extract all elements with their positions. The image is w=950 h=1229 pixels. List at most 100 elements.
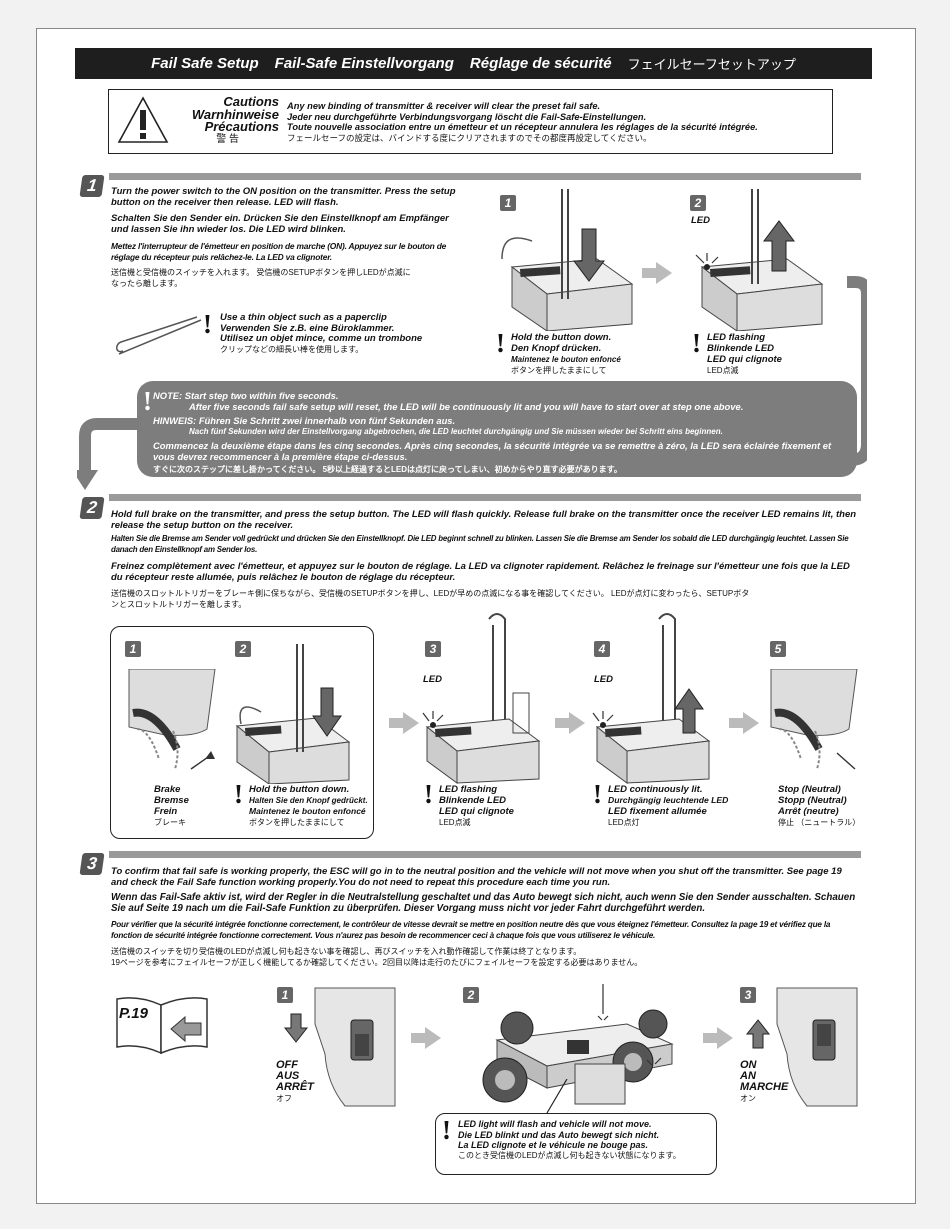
caption-line: Durchgängig leuchtende LED xyxy=(608,795,729,805)
flow-arrow-icon xyxy=(729,712,759,734)
caption-line: MARCHE xyxy=(740,1081,789,1093)
caption-line: ボタンを押したままにして xyxy=(511,366,607,375)
header-title-en: Fail Safe Setup xyxy=(151,55,259,72)
step-2-fig-3-number: 3 xyxy=(425,641,441,657)
step-3-fig-3-number: 3 xyxy=(740,987,756,1003)
note-exclamation-icon: ! xyxy=(143,386,152,416)
step-2-group-frame xyxy=(110,626,374,839)
caption-line: LED flashing xyxy=(707,332,766,343)
note-flow-arrows xyxy=(77,276,867,490)
receiver-release-illustration xyxy=(695,189,824,331)
header-title-ja: フェイルセーフセットアップ xyxy=(627,57,796,72)
step-3-text-en: To confirm that fail safe is working pro… xyxy=(111,866,842,888)
note-de-2: Nach fünf Sekunden wird der Einstellvorg… xyxy=(189,427,723,436)
header-title-de: Fail-Safe Einstellvorgang xyxy=(274,55,454,72)
caption-line: Blinkende LED xyxy=(439,795,507,806)
caption-line: OFF xyxy=(276,1059,298,1071)
step-1-text-en: Turn the power switch to the ON position… xyxy=(111,186,456,208)
paperclip-icon xyxy=(116,316,202,355)
caption-line: LED qui clignote xyxy=(707,354,782,365)
caution-line-en: Any new binding of transmitter & receive… xyxy=(287,101,601,111)
step-2-fig-1-caption: Brake Bremse Frein ブレーキ xyxy=(154,784,254,828)
step2-fig4-exclamation-icon: ! xyxy=(593,779,602,809)
tip-line-de: Verwenden Sie z.B. eine Büroklammer. xyxy=(220,322,395,334)
caption-line: オン xyxy=(740,1094,756,1103)
step-3-fig-2-number: 2 xyxy=(463,987,479,1003)
step-1-text-fr: Mettez l'interrupteur de l'émetteur en p… xyxy=(111,241,447,262)
step-3-text-de: Wenn das Fail-Safe aktiv ist, wird der R… xyxy=(111,892,856,914)
step-1-number: 1 xyxy=(79,175,105,197)
step-2-fig-2-caption: Hold the button down. Halten Sie den Kno… xyxy=(249,784,379,828)
caption-line: 停止 （ニュートラル） xyxy=(778,818,861,827)
caution-text: Any new binding of transmitter & receive… xyxy=(287,101,827,143)
led-label: LED xyxy=(691,215,710,226)
note-ja: すぐに次のステップに差し掛かってください。 5秒以上経過するとLEDは点灯に戻っ… xyxy=(153,465,622,474)
caption-line: LED light will flash and vehicle will no… xyxy=(458,1119,652,1129)
caution-line-de: Jeder neu durchgeführte Verbindungsvorga… xyxy=(287,111,647,122)
tip-line-ja: クリップなどの細長い棒を使用します。 xyxy=(220,344,364,354)
step-1-fig-1-number: 1 xyxy=(500,195,516,211)
step-2-text-de: Halten Sie die Bremse am Sender voll ged… xyxy=(111,534,849,554)
step-1-fig-1-caption: Hold the button down. Den Knopf drücken.… xyxy=(511,332,651,376)
caption-line: AN xyxy=(740,1070,756,1082)
caution-labels: Cautions Warnhinweise Précautions 警 告 xyxy=(169,94,279,146)
transmitter-brake-illustration xyxy=(128,669,216,770)
caption-line: AUS xyxy=(276,1070,300,1082)
note-box: ! NOTE: Start step two within five secon… xyxy=(137,381,857,477)
caution-line-ja: フェールセーフの設定は、バインドする度にクリアされますのでその都度再設定してくだ… xyxy=(287,132,652,143)
caption-line: ARRÊT xyxy=(276,1081,314,1093)
flow-arrow-icon xyxy=(642,262,672,284)
caption-line: Maintenez le bouton enfoncé xyxy=(249,806,366,816)
page-reference-label: P.19 xyxy=(119,1005,148,1022)
caption-line: LED continuously lit. xyxy=(608,784,703,795)
tip-exclamation-icon: ! xyxy=(203,309,212,339)
step-2-fig-4-led-label: LED xyxy=(594,674,613,685)
caption-line: ON xyxy=(740,1059,757,1071)
step-3-number: 3 xyxy=(79,853,105,875)
caption-line: Hold the button down. xyxy=(249,784,350,795)
step-3-rule xyxy=(109,851,861,858)
caption-line: ボタンを押したままにして xyxy=(249,818,345,827)
header-title-fr: Réglage de sécurité xyxy=(469,55,612,72)
step-3-fig-2-callout: ! LED light will flash and vehicle will … xyxy=(435,1113,717,1175)
callout-exclamation-icon: ! xyxy=(442,1115,451,1145)
step-2-fig-3-led-label: LED xyxy=(423,674,442,685)
note-en-2: After five seconds fail safe setup will … xyxy=(189,401,744,412)
receiver-press-illustration xyxy=(501,189,634,331)
caption-line: ブレーキ xyxy=(154,818,186,827)
warning-triangle-icon xyxy=(117,96,169,143)
callout-pointer xyxy=(546,1079,568,1114)
caption-line: La LED clignote et le véhicule ne bouge … xyxy=(458,1140,649,1150)
flow-arrow-icon xyxy=(389,712,419,734)
step-2-number: 2 xyxy=(79,497,105,519)
caution-box: Cautions Warnhinweise Précautions 警 告 An… xyxy=(108,89,833,154)
caption-line: Halten Sie den Knopf gedrückt. xyxy=(249,796,368,805)
note-en-1: NOTE: Start step two within five seconds… xyxy=(153,390,339,401)
caption-line: LED flashing xyxy=(439,784,498,795)
flow-arrow-icon xyxy=(411,1027,441,1049)
step-3-fig-3-caption: ON AN MARCHE オン xyxy=(740,1060,820,1104)
caption-line: Stopp (Neutral) xyxy=(778,795,847,806)
step-3-fig-2-caption: LED light will flash and vehicle will no… xyxy=(458,1119,713,1161)
flow-arrow-icon xyxy=(703,1027,733,1049)
note-de-1: HINWEIS: Führen Sie Schritt zwei innerha… xyxy=(153,415,456,426)
step-3-fig-1-caption: OFF AUS ARRÊT オフ xyxy=(276,1060,356,1104)
step-2-fig-1-number: 1 xyxy=(125,641,141,657)
step-1-text-ja: 送信機と受信機のスイッチを入れます。 受信機のSETUPボタンを押しLEDが点滅… xyxy=(111,268,411,288)
section-header: Fail Safe Setup Fail-Safe Einstellvorgan… xyxy=(75,48,872,79)
manual-page: Fail Safe Setup Fail-Safe Einstellvorgan… xyxy=(36,28,916,1204)
caution-label-en: Cautions xyxy=(223,94,279,109)
caption-line: Den Knopf drücken. xyxy=(511,343,602,354)
step2-fig2-exclamation-icon: ! xyxy=(234,779,243,809)
step-2-fig-2-number: 2 xyxy=(235,641,251,657)
transmitter-neutral-illustration xyxy=(770,669,858,770)
caption-line: LED点灯 xyxy=(608,818,640,827)
caption-line: このとき受信機のLEDが点滅し何も起きない状態になります。 xyxy=(458,1150,681,1160)
step-1-fig-2-caption: LED flashing Blinkende LED LED qui clign… xyxy=(707,332,847,376)
step-3-text-fr: Pour vérifier que la sécurité intégrée f… xyxy=(111,920,831,940)
caption-line: Frein xyxy=(154,806,178,817)
vehicle-chassis-illustration xyxy=(482,984,674,1105)
caution-label-ja: 警 告 xyxy=(216,133,239,145)
step-1-rule xyxy=(109,173,861,180)
caption-line: LED fixement allumée xyxy=(608,806,707,817)
